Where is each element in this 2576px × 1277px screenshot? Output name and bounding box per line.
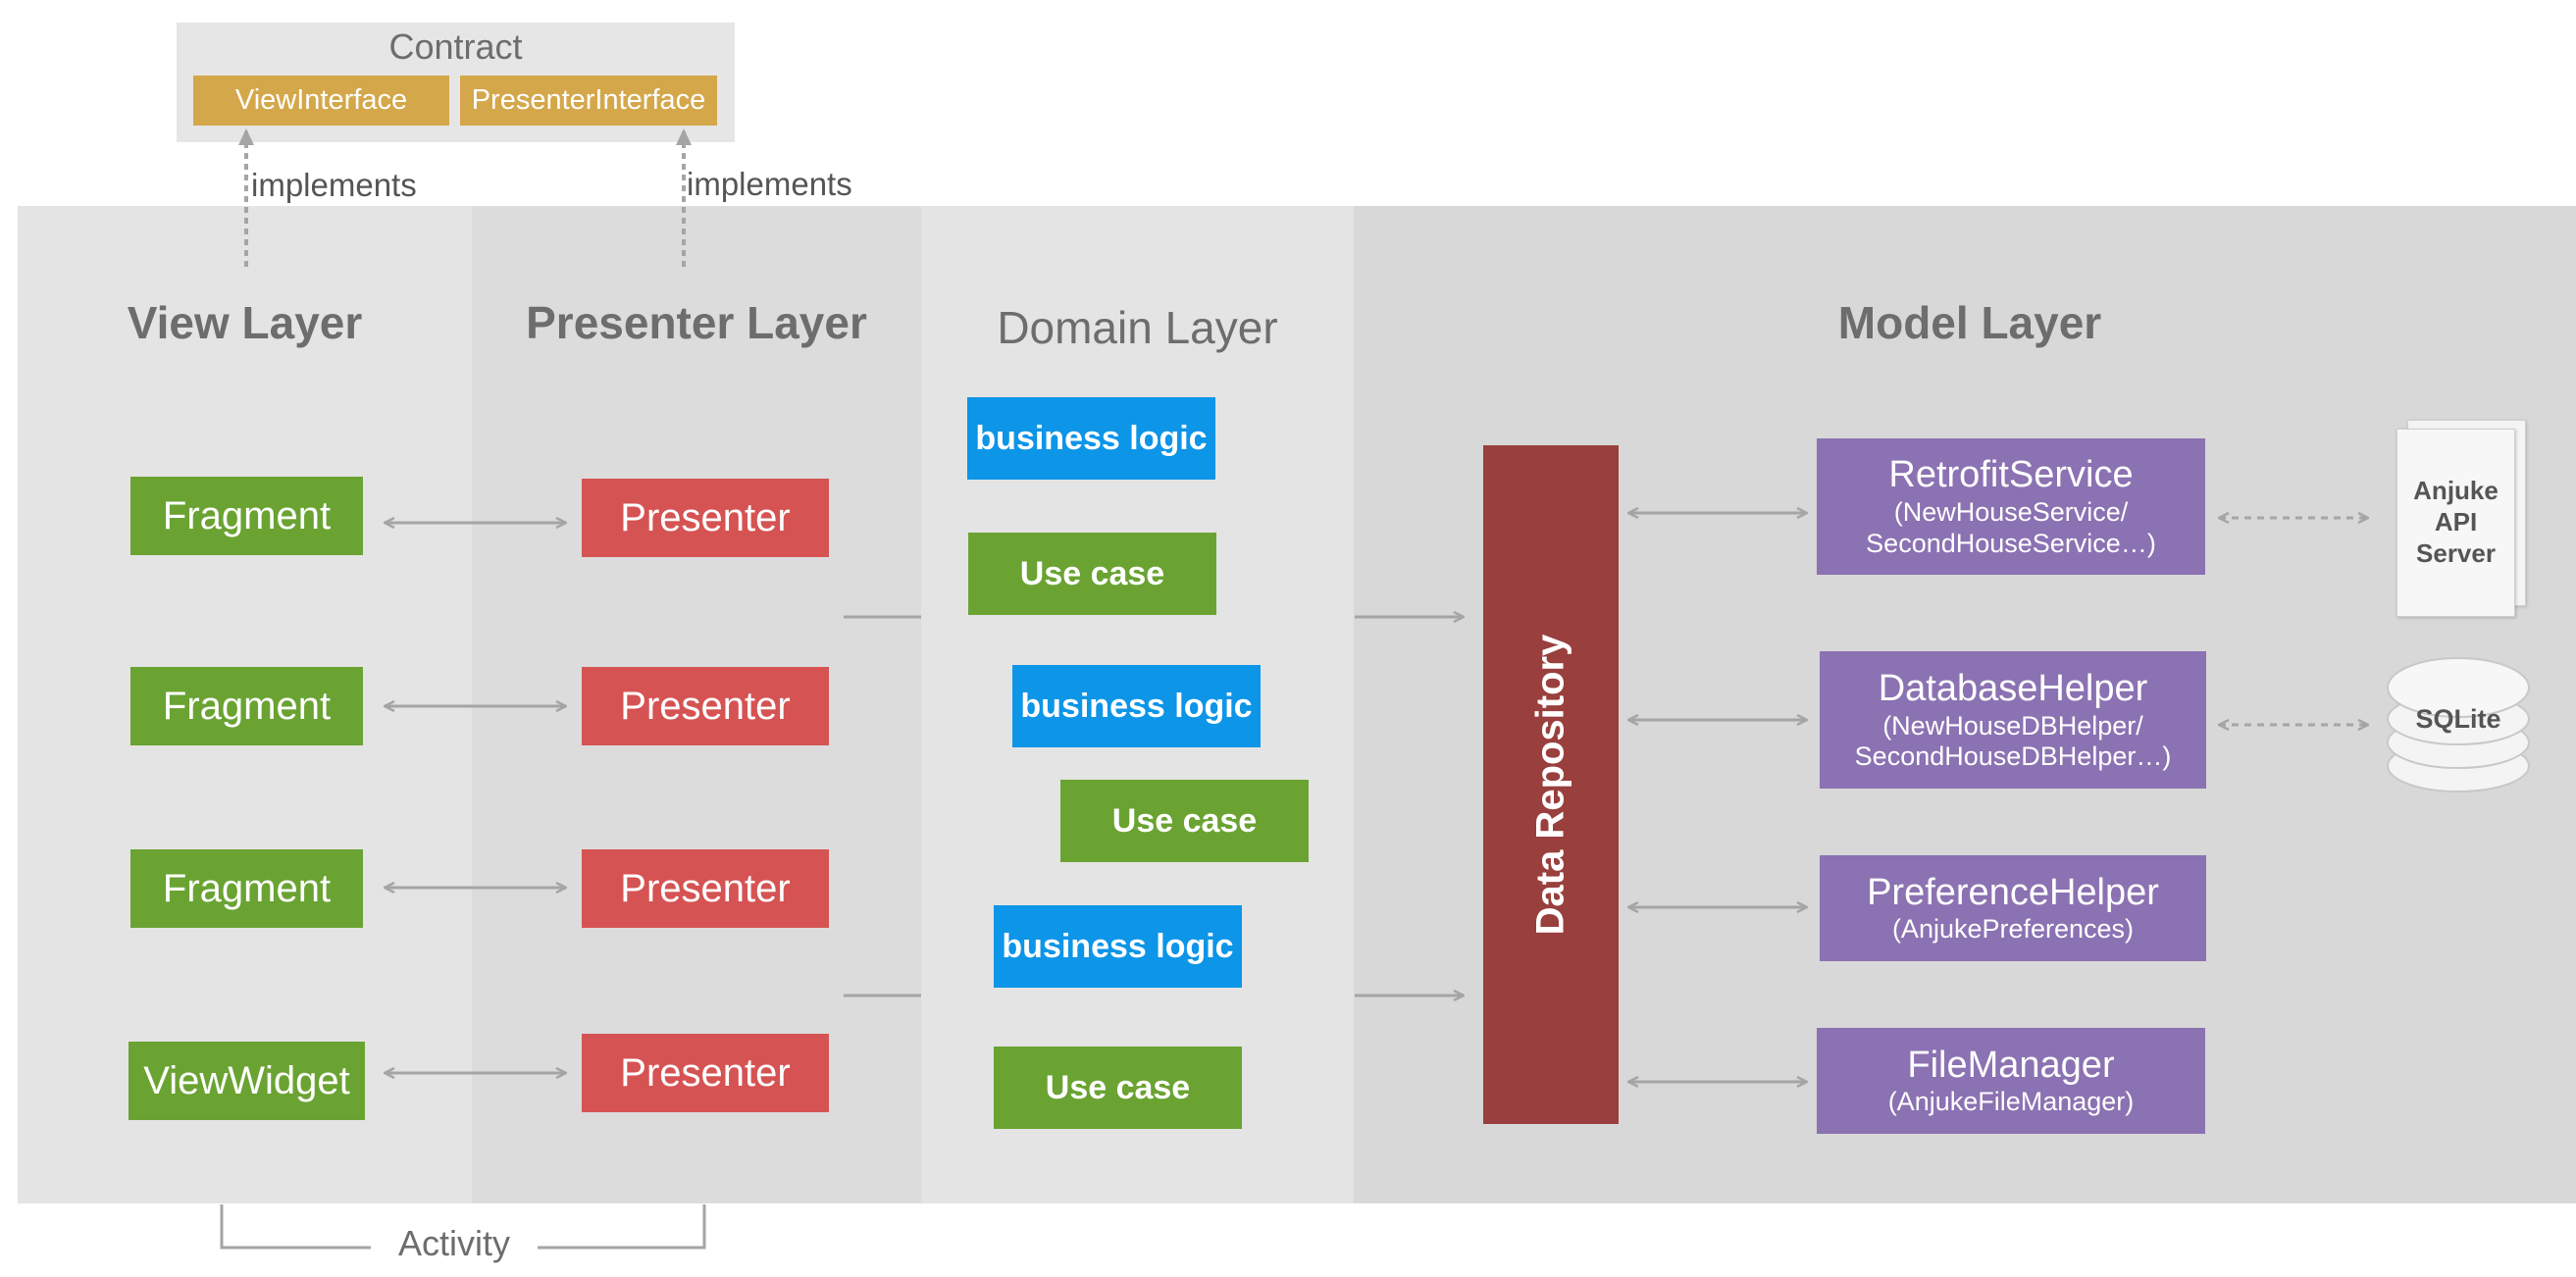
presenter-layer-title: Presenter Layer <box>526 297 867 348</box>
business-logic-box: business logic <box>967 397 1215 480</box>
activity-bracket <box>220 1204 706 1250</box>
business-logic-box: business logic <box>1012 665 1261 747</box>
preference-helper-detail: (AnjukePreferences) <box>1891 914 2135 945</box>
sqlite-database-icon <box>2387 657 2530 792</box>
fragment-box: Fragment <box>130 477 363 555</box>
retrofit-service-detail: (NewHouseService/ <box>1893 497 2129 528</box>
domain-layer-title: Domain Layer <box>997 302 1278 353</box>
api-server-icon: Anjuke API Server <box>2396 429 2515 617</box>
fragment-box: Fragment <box>130 849 363 928</box>
preference-helper-box: PreferenceHelper (AnjukePreferences) <box>1820 855 2206 961</box>
data-repository-bar <box>1483 445 1619 1124</box>
retrofit-service-box: RetrofitService (NewHouseService/ Second… <box>1817 438 2205 575</box>
implements-label-left: implements <box>251 167 417 203</box>
use-case-box: Use case <box>1060 780 1309 862</box>
use-case-box: Use case <box>994 1047 1242 1129</box>
preference-helper-title: PreferenceHelper <box>1867 871 2159 913</box>
implements-label-right: implements <box>687 166 852 202</box>
database-helper-detail: (NewHouseDBHelper/ <box>1882 710 2143 741</box>
database-helper-box: DatabaseHelper (NewHouseDBHelper/ Second… <box>1820 651 2206 789</box>
database-helper-detail: SecondHouseDBHelper…) <box>1854 741 2172 772</box>
view-layer-title: View Layer <box>127 297 363 348</box>
presenter-box: Presenter <box>582 1034 829 1112</box>
api-server-label: Server <box>2416 537 2496 568</box>
view-widget-box: ViewWidget <box>129 1042 365 1120</box>
model-layer-title: Model Layer <box>1837 297 2102 348</box>
presenter-interface-box: PresenterInterface <box>460 76 717 126</box>
use-case-box: Use case <box>968 533 1216 615</box>
file-manager-title: FileManager <box>1907 1044 2115 1086</box>
view-interface-box: ViewInterface <box>193 76 449 126</box>
api-server-label: Anjuke <box>2413 476 2499 506</box>
api-server-label: API <box>2434 507 2478 537</box>
implements-arrowhead-right <box>676 128 692 145</box>
retrofit-service-detail: SecondHouseService…) <box>1866 528 2156 558</box>
presenter-box: Presenter <box>582 667 829 745</box>
business-logic-box: business logic <box>994 905 1242 988</box>
presenter-box: Presenter <box>582 849 829 928</box>
contract-title: Contract <box>388 26 523 67</box>
implements-arrowhead-left <box>238 128 254 145</box>
presenter-box: Presenter <box>582 479 829 557</box>
database-helper-title: DatabaseHelper <box>1878 667 2148 709</box>
file-manager-detail: (AnjukeFileManager) <box>1887 1087 2135 1117</box>
file-manager-box: FileManager (AnjukeFileManager) <box>1817 1028 2205 1134</box>
sqlite-label: SQLite <box>2415 704 2501 734</box>
fragment-box: Fragment <box>130 667 363 745</box>
activity-label: Activity <box>397 1223 510 1263</box>
retrofit-service-title: RetrofitService <box>1888 454 2134 496</box>
